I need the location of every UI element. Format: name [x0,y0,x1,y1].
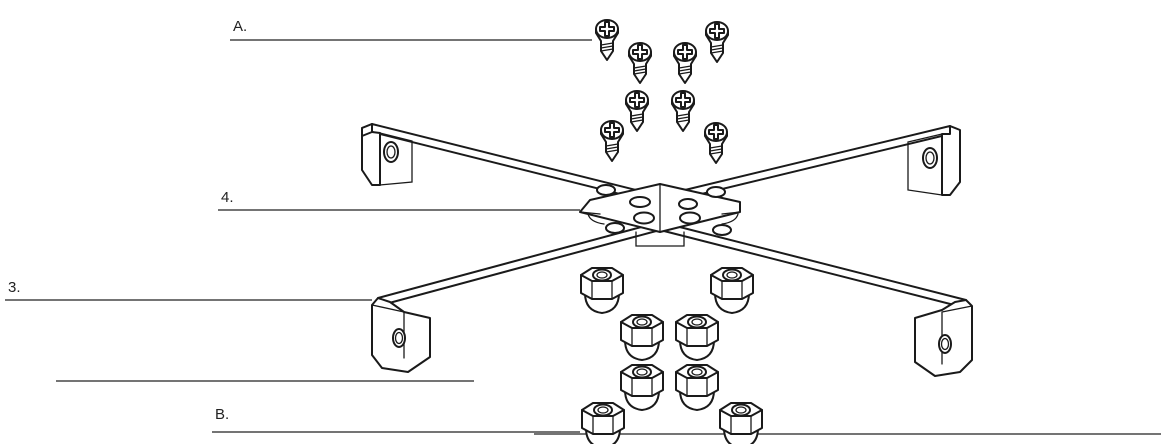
nut-1 [580,267,624,314]
bracket-arm-lower-right [659,221,967,309]
screw-6 [671,90,695,132]
bracket-arm-upper-right [659,125,951,205]
nut-5 [620,364,664,411]
nut-7 [581,402,625,444]
nut-6 [675,364,719,411]
label-4: 4. [221,189,234,206]
screw-5 [625,90,649,132]
screw-group-a [595,19,729,164]
screw-3 [673,42,697,84]
screw-8 [704,122,728,164]
nut-2 [710,267,754,314]
screw-4 [705,21,729,63]
label-b: B. [215,406,229,423]
screw-7 [600,120,624,162]
cross-bracket [361,123,973,377]
screw-1 [595,19,619,61]
nut-8 [719,402,763,444]
label-3: 3. [8,279,21,296]
bracket-holes [596,184,732,236]
nut-4 [675,314,719,361]
nut-3 [620,314,664,361]
screw-2 [628,42,652,84]
label-a: A. [233,18,247,35]
nut-group-b [580,267,763,444]
